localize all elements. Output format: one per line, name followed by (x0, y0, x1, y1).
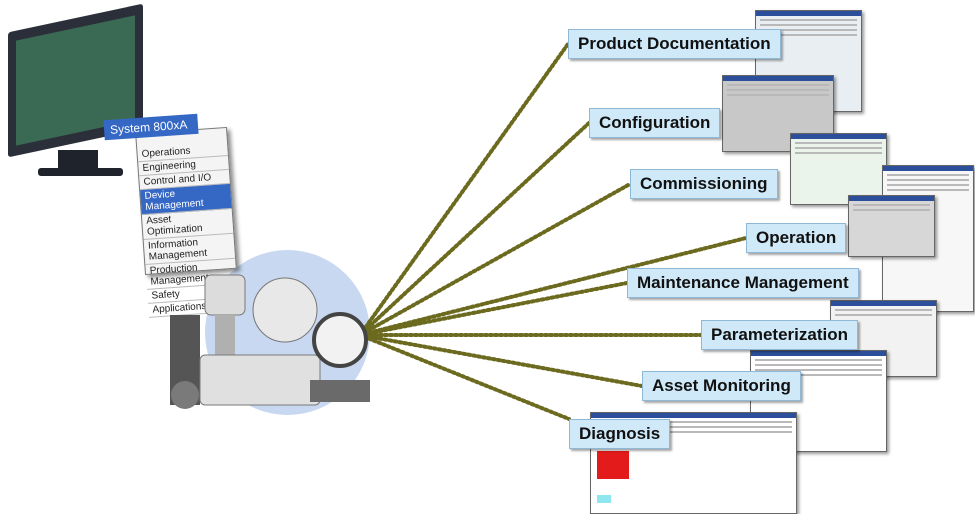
monitor-stand (58, 150, 98, 170)
label-commissioning: Commissioning (630, 169, 778, 199)
connector-product-documentation (358, 42, 570, 337)
connector-operation (358, 236, 748, 337)
pipe-fitting (310, 380, 370, 402)
connector-configuration (358, 121, 591, 337)
transmitter-head (204, 274, 246, 316)
screenshot-operation (848, 195, 935, 257)
transmitter-stem (215, 315, 235, 355)
label-maintenance-management: Maintenance Management (627, 268, 859, 298)
positioner-dome (252, 277, 318, 343)
monitor-base (38, 168, 123, 176)
connector-commissioning (358, 182, 632, 337)
label-asset-monitoring: Asset Monitoring (642, 371, 801, 401)
system-menu: Operations Engineering Control and I/O D… (135, 126, 239, 318)
valve-flange (171, 381, 199, 409)
label-operation: Operation (746, 223, 847, 253)
connector-asset-monitoring (358, 333, 644, 388)
label-configuration: Configuration (589, 108, 721, 138)
positioner-housing (199, 354, 321, 406)
screenshot-commissioning (790, 133, 887, 205)
connector-diagnosis (358, 333, 571, 421)
connector-maintenance-management (358, 281, 629, 337)
gauge-head (312, 312, 368, 368)
label-product-documentation: Product Documentation (568, 29, 781, 59)
label-parameterization: Parameterization (701, 320, 858, 350)
field-devices-illustration (170, 274, 370, 409)
label-diagnosis: Diagnosis (569, 419, 671, 449)
